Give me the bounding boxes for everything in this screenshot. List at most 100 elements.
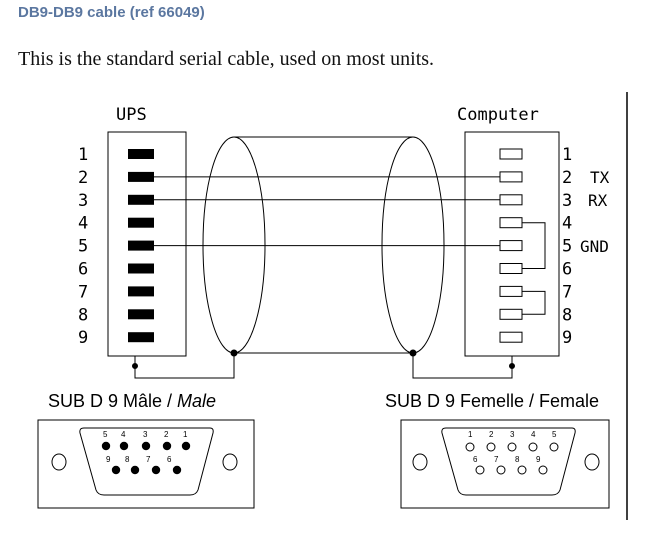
computer-pin-9 [499,331,523,343]
male-pin-4 [119,441,129,451]
signal-label-tx: TX [590,168,610,187]
page-heading: DB9-DB9 cable (ref 66049) [18,4,205,21]
female-pin-3 [507,442,517,452]
computer-side-jumpers [522,222,546,315]
male-left-screw [51,453,67,471]
ups-pin-number: 2 [78,168,88,188]
computer-pin-4 [499,217,523,229]
female-pin-7 [496,465,506,475]
wire-node-pin-2 [138,174,144,180]
female-pin-6 [475,465,485,475]
female-connector-caption: SUB D 9 Femelle / Female [385,391,599,411]
computer-pin-2 [499,171,523,183]
female-pin-8 [517,465,527,475]
ups-pin-number: 4 [78,214,88,234]
male-shell [37,419,255,509]
female-pin-1 [465,442,475,452]
female-pin-label: 8 [515,455,520,464]
jumper-4-6 [522,222,546,269]
computer-pin-5 [499,240,523,252]
wire-node-pin-3 [138,197,144,203]
female-pin-label: 1 [468,430,473,439]
ups-pin-number: 1 [78,145,88,165]
computer-pin-3 [499,194,523,206]
ups-title: UPS [116,105,147,125]
male-pin-6 [172,465,182,475]
male-pin-label: 1 [183,430,188,439]
female-left-screw [412,453,428,471]
female-d-body [441,427,576,496]
female-pin-label: 2 [489,430,494,439]
female-pin-2 [486,442,496,452]
cable-shield [202,136,445,354]
computer-pin-number: 1 [562,145,572,165]
signal-label-gnd: GND [580,237,609,256]
computer-pin-number: 4 [562,214,572,234]
ups-pin-9 [128,332,154,343]
ups-pin-6 [128,263,154,274]
male-pin-label: 5 [103,430,108,439]
male-pin-label: 7 [146,455,151,464]
ups-pin-number: 9 [78,328,88,348]
male-pin-7 [151,465,161,475]
female-pin-label: 4 [531,430,536,439]
ups-pin-1 [128,149,154,159]
shield-right-node [409,349,417,357]
male-pin-2 [162,441,172,451]
female-pin-5 [549,442,559,452]
male-right-screw [222,453,238,471]
female-pin-label: 6 [473,455,478,464]
computer-ground-node [509,363,515,369]
male-db9-connector [37,419,255,509]
computer-pin-7 [499,285,523,297]
intro-text: This is the standard serial cable, used … [18,48,435,70]
computer-pin-number: 6 [562,260,572,280]
ups-pin-4 [128,217,154,228]
female-pin-label: 5 [552,430,557,439]
female-db9-connector [400,419,610,509]
ups-pin-number: 7 [78,282,88,302]
shield-ground-connections [132,349,515,379]
ups-pin-number: 6 [78,260,88,280]
male-pin-label: 2 [164,430,169,439]
ups-ground-wire [134,353,235,379]
computer-pin-6 [499,263,523,274]
male-pin-label: 9 [106,455,111,464]
shield-left-ellipse [202,136,266,354]
ups-pin-number: 3 [78,191,88,211]
computer-pin-8 [499,308,523,320]
computer-ground-wire [412,353,513,379]
computer-pin-number: 2 [562,168,572,188]
ups-pin-7 [128,286,154,297]
female-pin-4 [528,442,538,452]
computer-pin-number: 8 [562,305,572,325]
ups-pin-8 [128,309,154,320]
male-d-body [79,427,214,496]
female-right-screw [584,453,600,471]
computer-pin-group [499,148,523,343]
male-pin-label: 3 [143,430,148,439]
female-pin-label: 3 [510,430,515,439]
ups-pin-number: 8 [78,305,88,325]
male-connector-caption: SUB D 9 Mâle / Male [48,391,216,411]
computer-pin-number: 5 [562,237,572,257]
male-pin-8 [130,465,140,475]
female-pin-9 [538,465,548,475]
male-pin-3 [141,441,151,451]
computer-pin-number: 7 [562,282,572,302]
signal-wires [138,174,500,249]
computer-pin-number: 3 [562,191,572,211]
male-pin-9 [111,465,121,475]
female-shell [400,419,610,509]
computer-pin-1 [499,148,523,160]
computer-title: Computer [457,105,539,125]
ups-ground-node [132,363,138,369]
male-pin-label: 4 [121,430,126,439]
female-pin-label: 9 [536,455,541,464]
male-pin-1 [181,441,191,451]
computer-pin-number: 9 [562,328,572,348]
